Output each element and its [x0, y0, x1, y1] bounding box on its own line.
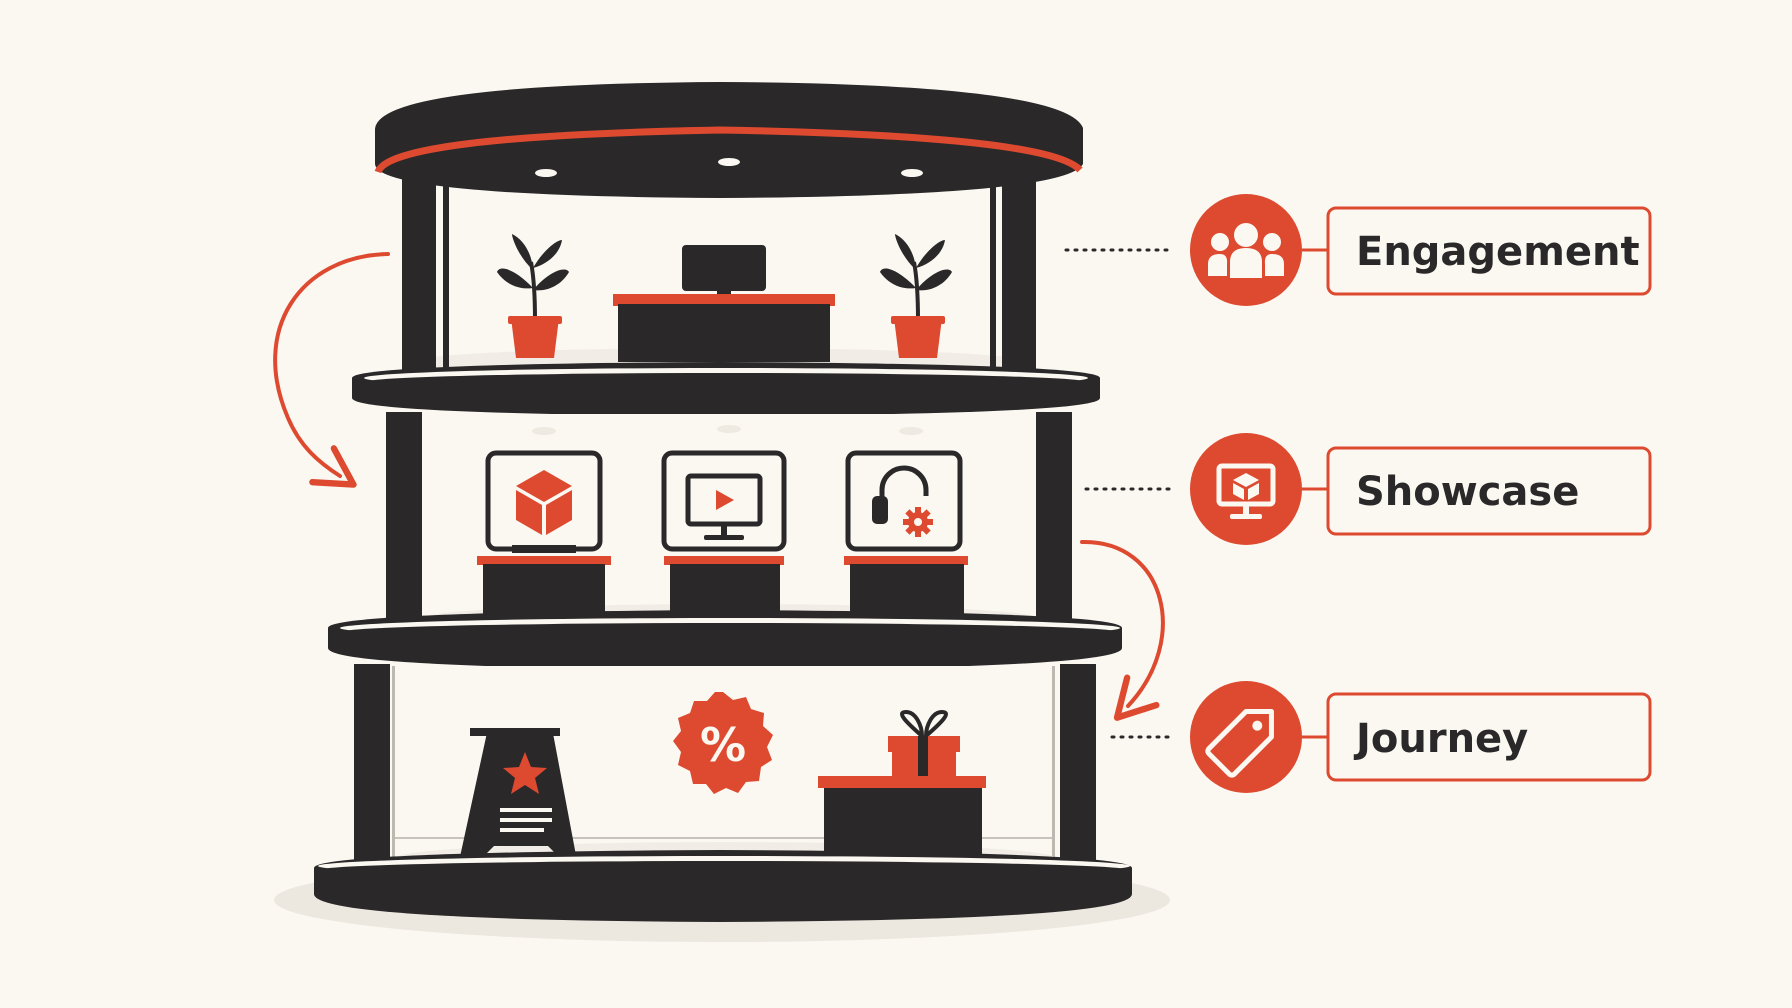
- price-tag-icon: [1205, 709, 1274, 778]
- plant-icon: [497, 234, 569, 358]
- people-icon: [1208, 223, 1284, 278]
- ceiling-light: [901, 169, 923, 177]
- top-level: [374, 82, 1083, 376]
- engagement-label: Engagement: [1356, 229, 1640, 275]
- engagement-label-box: [1326, 206, 1652, 296]
- a-frame-sign-icon: [458, 728, 578, 866]
- ceiling-light: [718, 158, 740, 166]
- column: [402, 168, 436, 376]
- column: [1036, 412, 1072, 632]
- journey-label: Journey: [1353, 716, 1528, 762]
- showcase-label: Showcase: [1356, 469, 1579, 515]
- ceiling-light: [717, 425, 741, 433]
- journey-icon-circle: [1190, 681, 1302, 793]
- gift-box-icon: [818, 709, 986, 860]
- plant-icon: [880, 234, 952, 358]
- discount-percent-text: %: [700, 718, 746, 772]
- label-engagement: Engagement: [1190, 194, 1652, 306]
- journey-label-box: [1326, 692, 1652, 782]
- platform-base: [314, 850, 1132, 922]
- monitor-icon: [682, 245, 766, 291]
- discount-badge-icon: %: [673, 692, 773, 794]
- label-showcase: Showcase: [1190, 433, 1652, 545]
- flow-arrow-left: [273, 252, 390, 488]
- column: [1002, 168, 1036, 376]
- platform-tier-1: [352, 362, 1100, 416]
- showcase-label-box: [1326, 446, 1652, 536]
- reception-desk: [613, 245, 835, 362]
- star-icon: [503, 752, 547, 794]
- ceiling-light: [532, 427, 556, 435]
- middle-level: [386, 412, 1072, 632]
- flow-arrow-right: [1080, 539, 1165, 721]
- canopy: [374, 82, 1083, 198]
- column-trim: [990, 168, 996, 376]
- column: [386, 412, 422, 632]
- ceiling-light: [899, 427, 923, 435]
- label-journey: Journey: [1190, 681, 1652, 793]
- kiosk-cube-display: [477, 450, 611, 622]
- platform-tier-2: [328, 610, 1122, 670]
- column: [354, 664, 390, 876]
- kiosk-support-display: [844, 450, 968, 622]
- bottom-level: %: [354, 664, 1096, 876]
- showcase-icon-circle: [1190, 433, 1302, 545]
- column: [1060, 664, 1096, 876]
- kiosk-video-display: [661, 450, 787, 622]
- display-cube-icon: [1216, 463, 1276, 519]
- ceiling-light: [535, 169, 557, 177]
- column-trim: [443, 168, 449, 376]
